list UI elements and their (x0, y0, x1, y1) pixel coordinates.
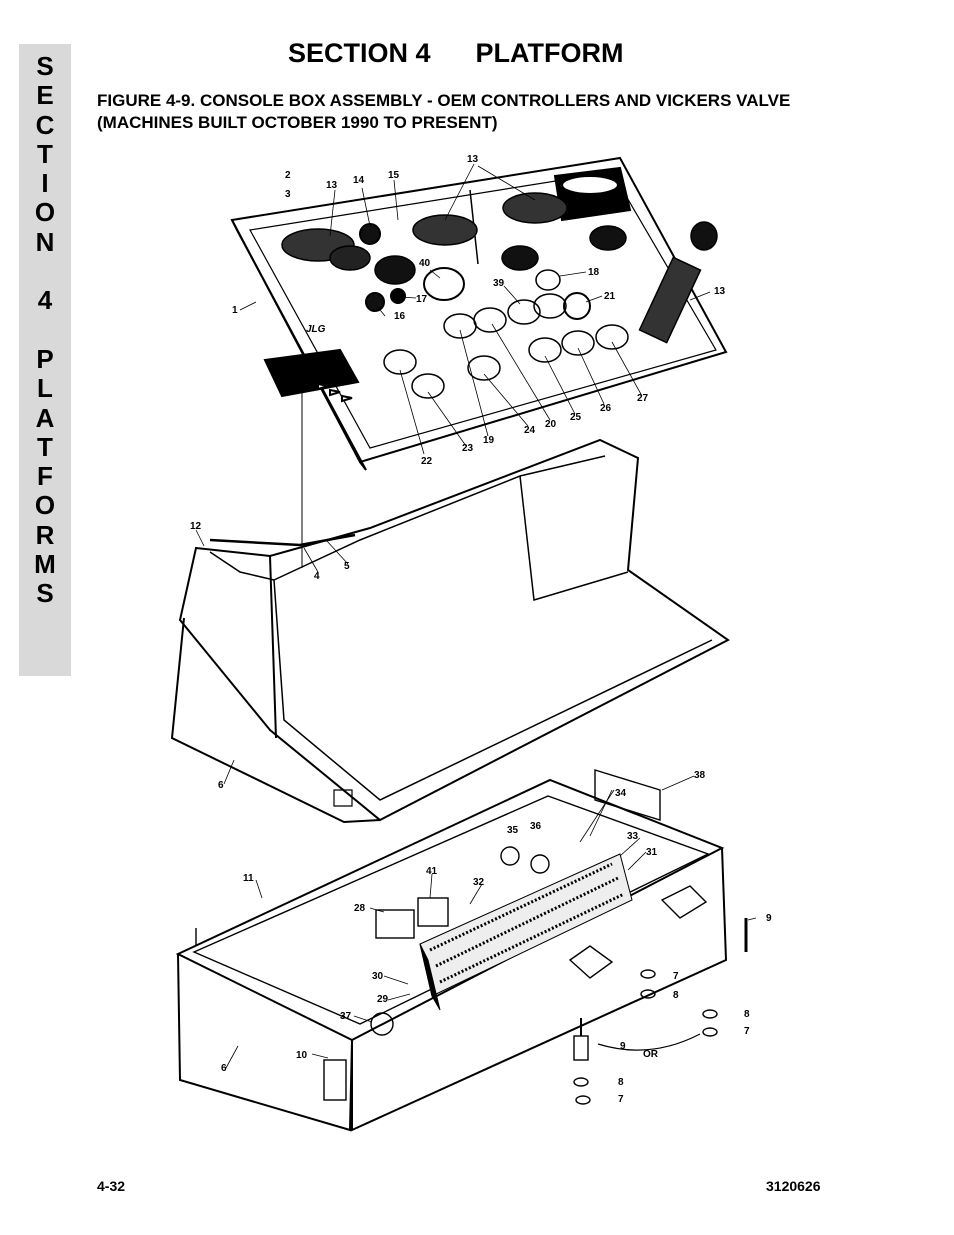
side-tab-label: S E C T I O N 4 P L A T F O R M S (34, 51, 56, 609)
callout-6: 6 (221, 1063, 227, 1074)
callout-17: 17 (416, 294, 428, 305)
callout-14: 14 (353, 175, 365, 186)
callout-3: 3 (285, 189, 291, 200)
callout-24: 24 (524, 425, 536, 436)
callout-13: 13 (326, 180, 338, 191)
callout-7: 7 (618, 1094, 624, 1105)
callout-7: 7 (673, 971, 679, 982)
callout-15: 15 (388, 170, 400, 181)
console-box-exploded-drawing: JLG 1 2 3 13 14 15 13 13 40 17 16 18 21 … (170, 154, 772, 1132)
callout-30: 30 (372, 971, 384, 982)
callout-6: 6 (218, 780, 224, 791)
joystick-controller (502, 192, 627, 251)
callout-37: 37 (340, 1011, 352, 1022)
callout-36: 36 (530, 821, 542, 832)
panel-logo: JLG (306, 324, 326, 335)
callout-9: 9 (766, 913, 772, 924)
callout-40: 40 (419, 258, 431, 269)
callout-9: 9 (620, 1041, 626, 1052)
callout-28: 28 (354, 903, 366, 914)
section-side-tab: S E C T I O N 4 P L A T F O R M S (19, 44, 71, 676)
console-cover (170, 438, 730, 824)
callout-21: 21 (604, 291, 616, 302)
callout-13: 13 (467, 154, 479, 165)
callout-8: 8 (744, 1009, 750, 1020)
callout-41: 41 (426, 866, 438, 877)
callout-39: 39 (493, 278, 505, 289)
callout-27: 27 (637, 393, 649, 404)
callout-1: 1 (232, 305, 238, 316)
callout-35: 35 (507, 825, 519, 836)
joystick-controller (412, 214, 539, 271)
callout-4: 4 (314, 571, 320, 582)
control-panel-plate (230, 156, 728, 471)
callout-33: 33 (627, 831, 639, 842)
callout-7: 7 (744, 1026, 750, 1037)
page-number: 4-32 (97, 1178, 126, 1194)
callout-38: 38 (694, 770, 706, 781)
callout-32: 32 (473, 877, 485, 888)
callout-12: 12 (190, 521, 202, 532)
document-number: 3120626 (766, 1178, 821, 1194)
callout-11: 11 (243, 873, 254, 884)
callout-8: 8 (673, 990, 679, 1001)
console-base-box (175, 778, 728, 1132)
callout-25: 25 (570, 412, 582, 423)
callout-26: 26 (600, 403, 612, 414)
callout-34: 34 (615, 788, 627, 799)
callout-10: 10 (296, 1050, 308, 1061)
callout-16: 16 (394, 311, 406, 322)
toggle-switch-group (383, 269, 629, 399)
callout-18: 18 (588, 267, 600, 278)
callout-8: 8 (618, 1077, 624, 1088)
callout-23: 23 (462, 443, 474, 454)
section-title: SECTION 4 PLATFORM (288, 38, 624, 68)
callout-2: 2 (285, 170, 291, 181)
callout-13: 13 (714, 286, 726, 297)
joystick-controller (638, 221, 718, 344)
joystick-controller (281, 228, 416, 285)
terminal-strip (419, 853, 633, 1011)
callout-5: 5 (344, 561, 350, 572)
callout-20: 20 (545, 419, 557, 430)
callout-22: 22 (421, 456, 433, 467)
callout-19: 19 (483, 435, 495, 446)
figure-caption: FIGURE 4-9. CONSOLE BOX ASSEMBLY - OEM C… (97, 91, 791, 132)
callout-or: OR (643, 1049, 659, 1060)
callout-29: 29 (377, 994, 389, 1005)
callout-31: 31 (646, 847, 658, 858)
